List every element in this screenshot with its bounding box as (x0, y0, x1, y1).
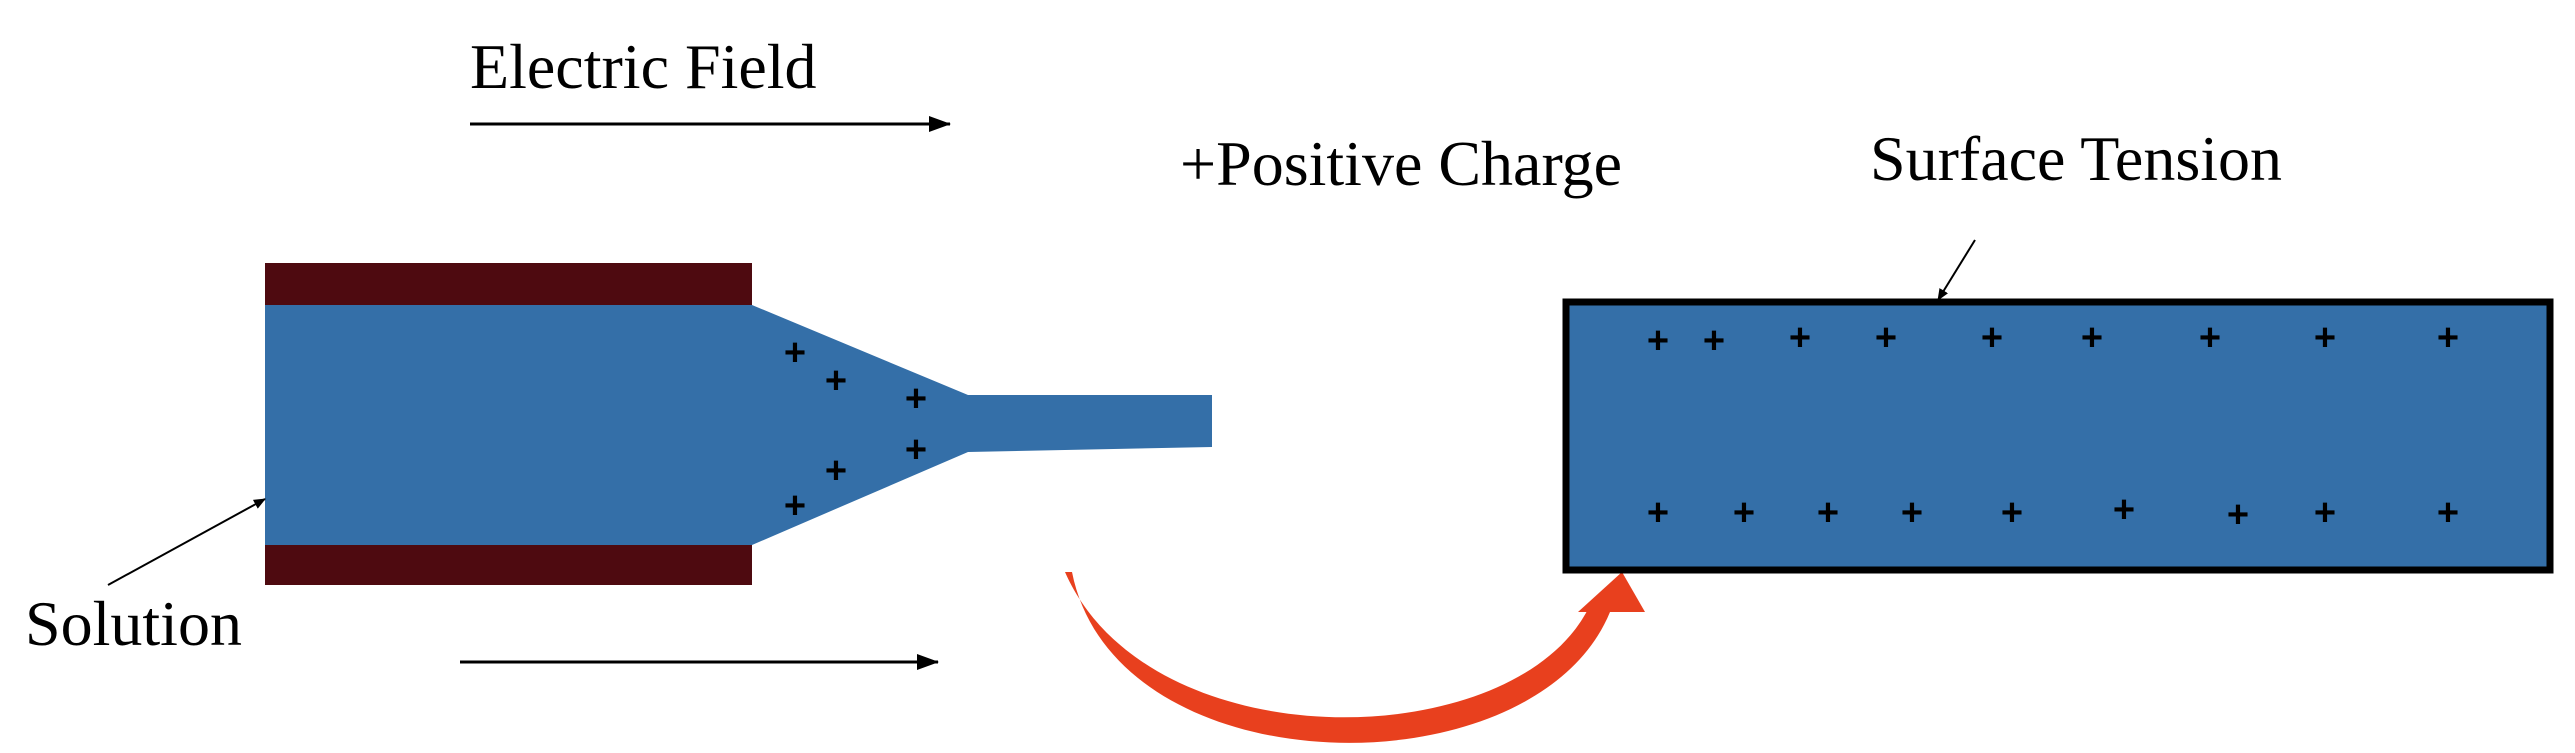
surface-tension-pointer (1937, 239, 1976, 301)
jet-cross-section (1562, 298, 2554, 574)
charge-symbol: + (784, 332, 806, 374)
charge-symbol: + (825, 450, 847, 492)
charge-symbol: + (1733, 492, 1755, 534)
jet-charges-bottom: + + + + + + + + + (1647, 489, 2459, 536)
charge-symbol: + (1875, 317, 1897, 359)
charge-symbol: + (1647, 492, 1669, 534)
charge-symbol: + (1789, 317, 1811, 359)
charge-symbol: + (905, 429, 927, 471)
needle-wall-top (265, 263, 752, 305)
charge-symbol: + (2199, 317, 2221, 359)
charge-symbol: + (2081, 317, 2103, 359)
jet-charges-top: + + + + + + + + + (1647, 317, 2459, 362)
jet-body (1562, 298, 2554, 574)
charge-symbol: + (2437, 492, 2459, 534)
charge-symbol: + (2314, 317, 2336, 359)
charge-symbol: + (1817, 492, 1839, 534)
charge-symbol: + (1901, 492, 1923, 534)
cone-charges: + + + + + + (784, 332, 927, 527)
charge-symbol: + (1981, 317, 2003, 359)
process-arrow-head (1578, 572, 1645, 612)
solution-label: Solution (25, 588, 242, 659)
positive-charge-label: +Positive Charge (1180, 128, 1622, 199)
electric-field-label: Electric Field (470, 31, 817, 102)
charge-symbol: + (784, 485, 806, 527)
charge-symbol: + (2113, 489, 2135, 531)
charge-symbol: + (2227, 494, 2249, 536)
process-arrow-body (1065, 572, 1610, 743)
charge-symbol: + (1703, 320, 1725, 362)
surface-tension-label: Surface Tension (1870, 123, 2282, 194)
needle-nozzle (265, 263, 1212, 585)
charge-symbol: + (825, 360, 847, 402)
charge-symbol: + (2314, 492, 2336, 534)
charge-symbol: + (2437, 317, 2459, 359)
solution-pointer (107, 498, 266, 586)
charge-symbol: + (2001, 492, 2023, 534)
needle-wall-bottom (265, 545, 752, 585)
charge-symbol: + (905, 378, 927, 420)
solution-body (265, 305, 1212, 545)
process-arrow (1065, 572, 1645, 743)
charge-symbol: + (1647, 320, 1669, 362)
